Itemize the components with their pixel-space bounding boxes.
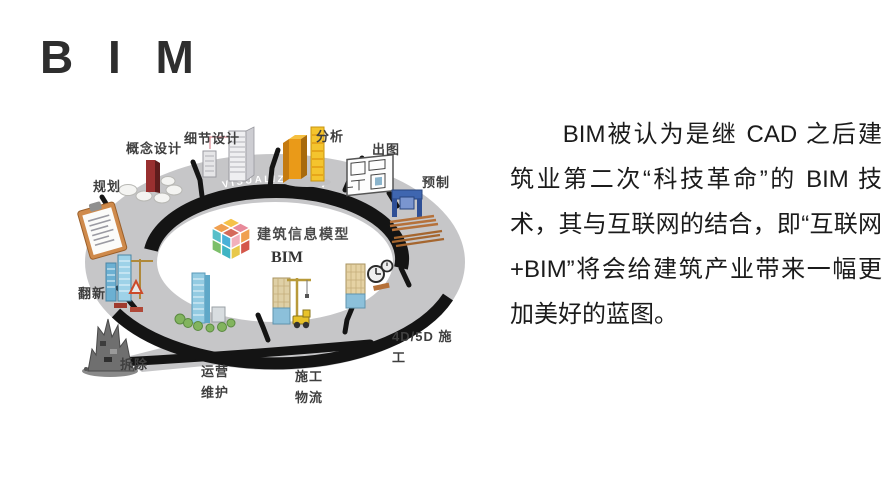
stage-label-operation-maintenance: 运营维护 bbox=[201, 364, 230, 400]
ring-tail bbox=[115, 326, 375, 372]
stage-label-concept-design: 概念设计 bbox=[126, 141, 183, 156]
stage-label-drawing-output: 出图 bbox=[372, 142, 401, 157]
concept-tower-icon bbox=[118, 160, 183, 204]
stage-label-analysis: 分析 bbox=[316, 129, 345, 144]
stage-label-planning: 规划 bbox=[93, 179, 122, 194]
skyscraper-icon bbox=[202, 126, 255, 182]
stage-label-4d5d-construction: 4D/5D 施工 bbox=[392, 329, 453, 365]
clipboard-icon bbox=[77, 201, 128, 260]
bim-lifecycle-diagram: VISUALIZATION bbox=[52, 90, 482, 440]
crane-loader-icon bbox=[272, 277, 311, 329]
floorplan-icon bbox=[346, 153, 394, 197]
stage-label-renovation: 翻新 bbox=[78, 286, 107, 301]
bim-cube-icon bbox=[210, 217, 252, 262]
stage-label-demolition: 拆除 bbox=[120, 357, 149, 372]
page-title: B I M bbox=[40, 31, 205, 83]
stage-label-prefabrication: 预制 bbox=[422, 175, 451, 190]
renovation-crane-icon bbox=[105, 254, 153, 312]
construction-clock-icon bbox=[345, 259, 394, 309]
diagram-center-label: 建筑信息模型 BIM bbox=[257, 224, 350, 267]
prefab-machine-icon bbox=[389, 189, 445, 248]
center-title: 建筑信息模型 bbox=[257, 226, 350, 242]
body-paragraph: BIM被认为是继 CAD 之后建筑业第二次“科技革命”的 BIM 技术，其与互联… bbox=[510, 121, 882, 328]
center-subtitle: BIM bbox=[271, 249, 303, 266]
stage-label-detail-design: 细节设计 bbox=[184, 131, 241, 146]
bottom-band bbox=[111, 293, 453, 370]
analysis-towers-icon bbox=[283, 126, 331, 187]
rubble-icon bbox=[82, 318, 138, 377]
stage-label-construction-logistics: 施工物流 bbox=[295, 369, 324, 405]
tower-trees-icon bbox=[174, 272, 236, 333]
visualization-band bbox=[144, 183, 410, 270]
lifecycle-ring-graphic: VISUALIZATION bbox=[77, 126, 465, 377]
